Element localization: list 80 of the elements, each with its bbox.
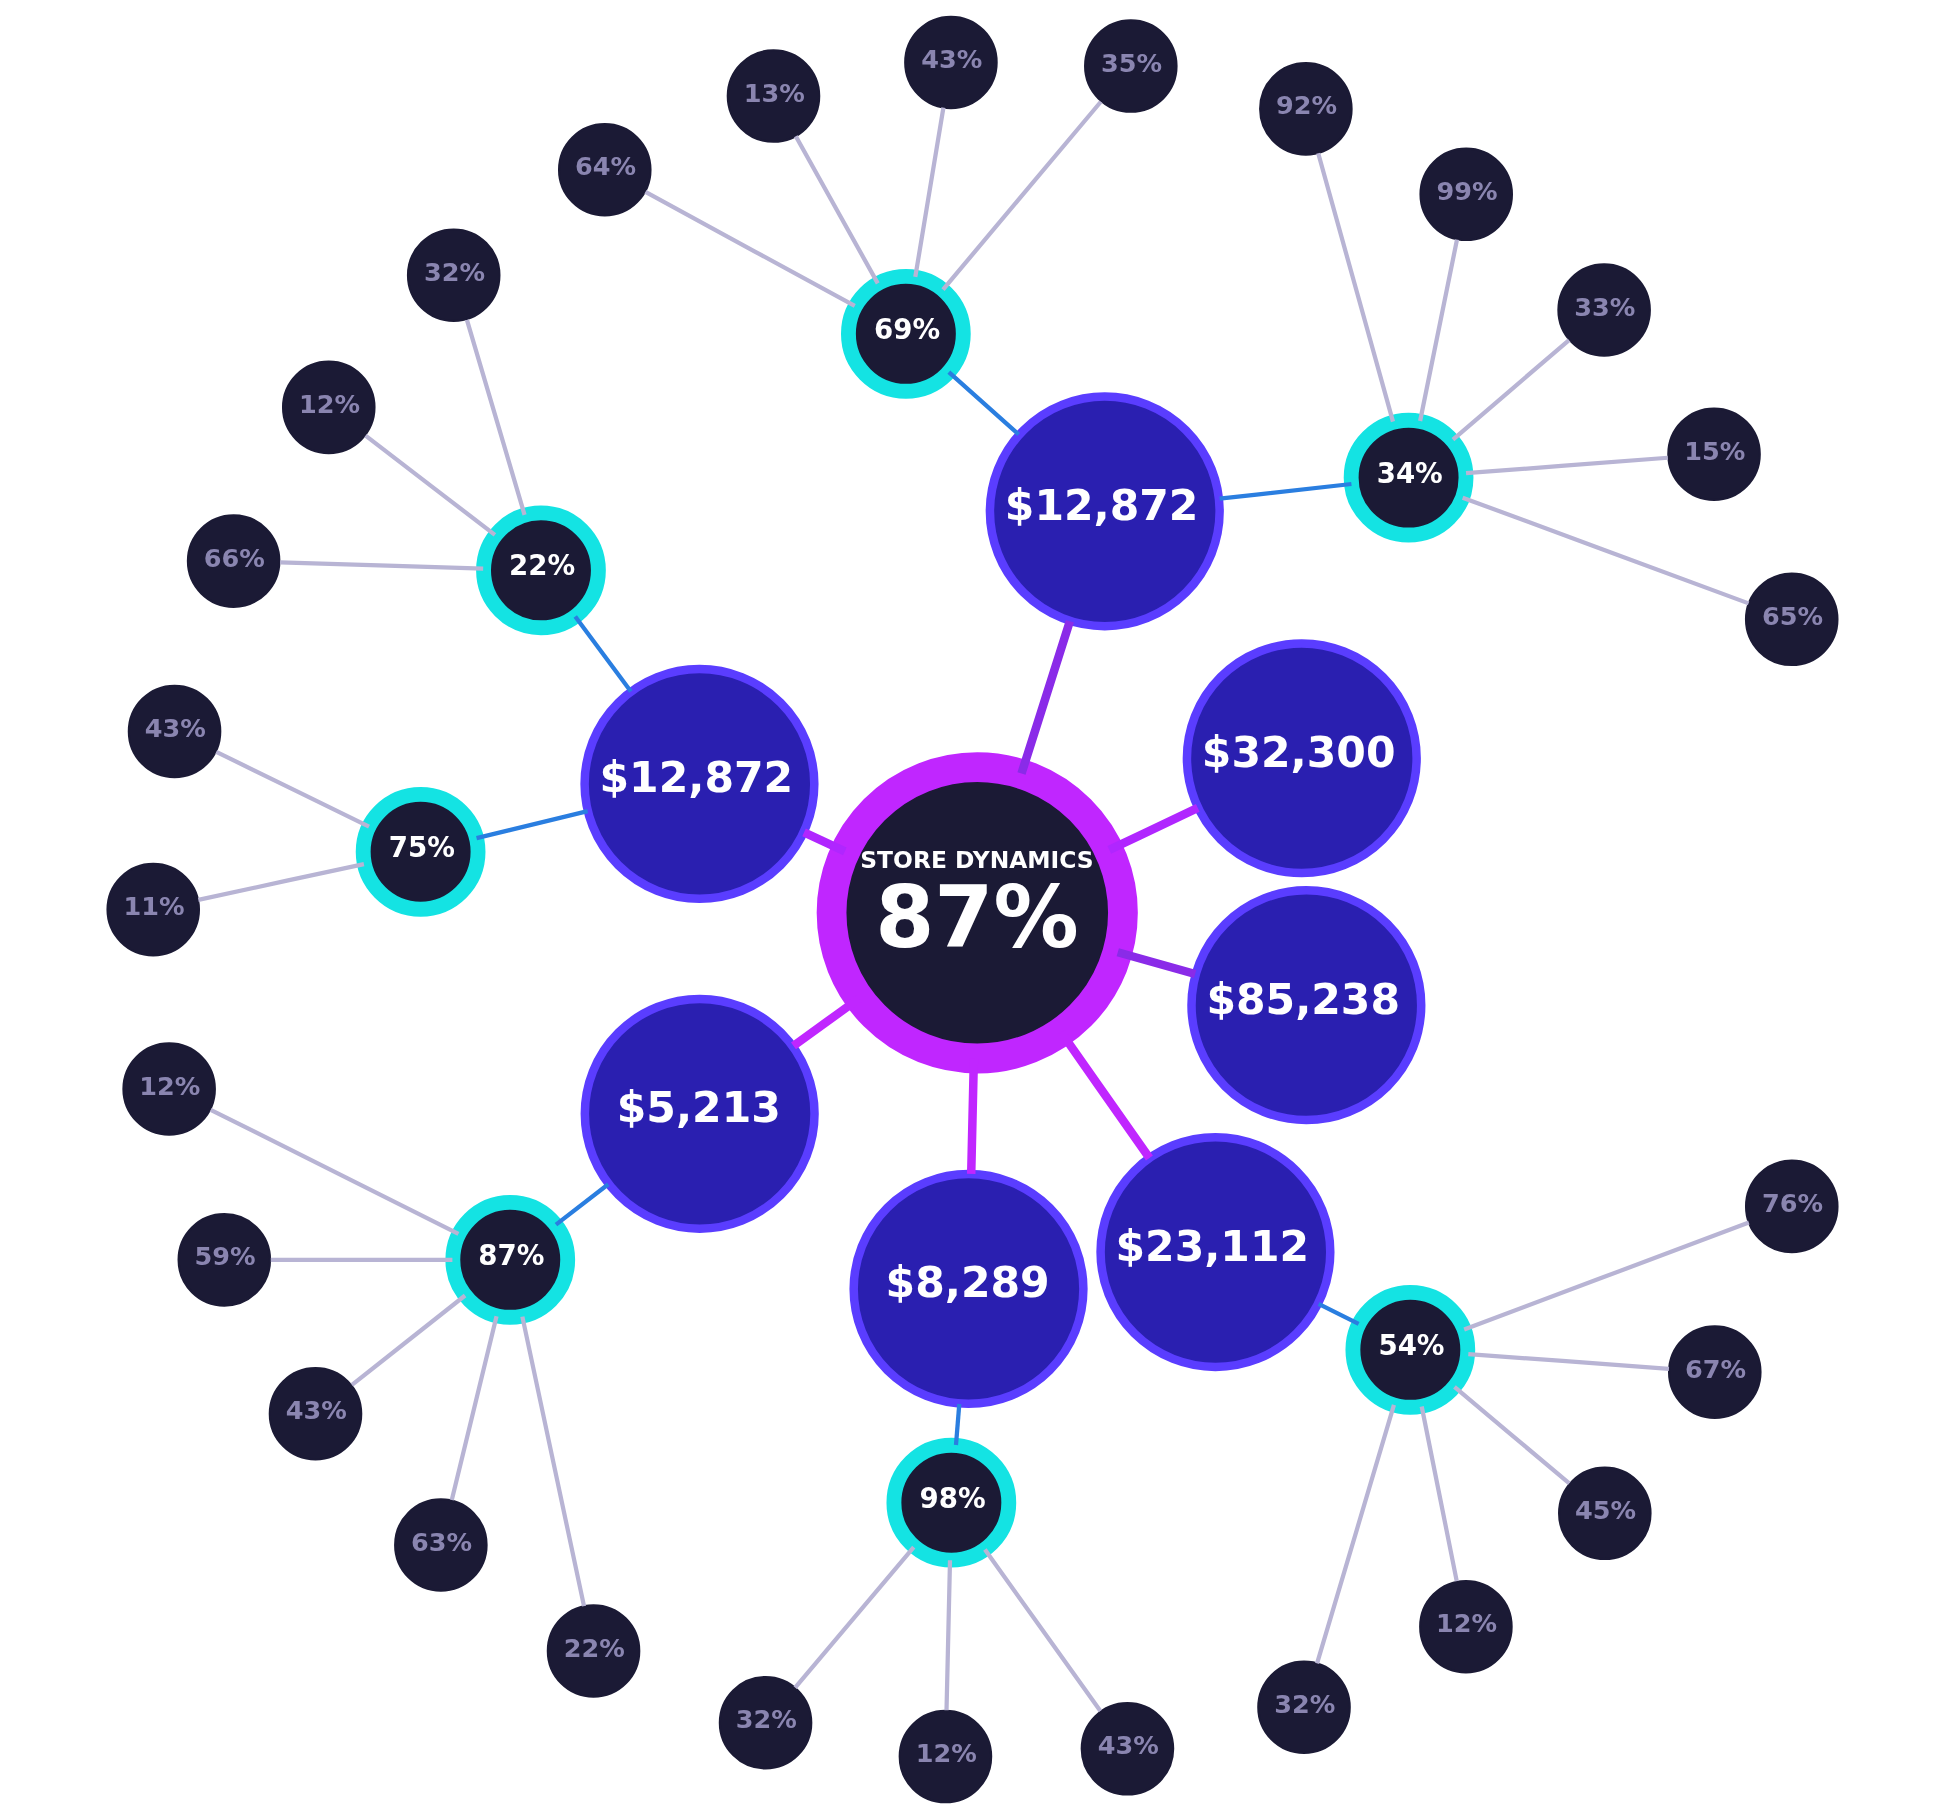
node-circle: 69% bbox=[841, 268, 971, 399]
connector bbox=[573, 615, 633, 693]
connector bbox=[941, 100, 1103, 291]
node-circle: 22% bbox=[476, 505, 606, 636]
node-circle: 92% bbox=[1259, 62, 1353, 156]
node-circle: 11% bbox=[106, 862, 201, 957]
node-circle: $23,112 bbox=[1096, 1133, 1335, 1372]
node-circle: 34% bbox=[1343, 412, 1474, 543]
connector bbox=[944, 1560, 953, 1711]
connector bbox=[1419, 1406, 1459, 1582]
connector bbox=[280, 560, 484, 571]
connector bbox=[449, 1315, 499, 1501]
connector bbox=[1418, 239, 1460, 422]
node-circle: $8,289 bbox=[849, 1169, 1088, 1409]
node-circle: 59% bbox=[177, 1213, 272, 1307]
node-circle: 76% bbox=[1744, 1159, 1839, 1254]
connector bbox=[209, 1107, 460, 1236]
node-circle: 13% bbox=[726, 49, 821, 143]
connector bbox=[464, 319, 527, 516]
connector bbox=[1107, 803, 1200, 854]
node-circle: 43% bbox=[1080, 1702, 1175, 1796]
node-circle: 15% bbox=[1667, 407, 1761, 501]
connector bbox=[476, 809, 589, 841]
node-circle: 54% bbox=[1345, 1284, 1476, 1415]
connector bbox=[364, 433, 497, 537]
connector bbox=[1315, 1404, 1396, 1664]
connector bbox=[270, 1257, 453, 1262]
connector bbox=[350, 1293, 467, 1387]
connector bbox=[1463, 1220, 1750, 1332]
connector bbox=[1461, 495, 1750, 606]
node-circle: 12% bbox=[1419, 1579, 1513, 1674]
connector bbox=[197, 861, 365, 902]
node-circle: 12% bbox=[281, 360, 376, 455]
connector bbox=[802, 828, 847, 856]
node-circle: 22% bbox=[546, 1604, 641, 1698]
node-circle: 63% bbox=[394, 1498, 488, 1592]
node-circle: 43% bbox=[904, 15, 998, 110]
node-circle: 45% bbox=[1558, 1466, 1652, 1561]
node-circle: 64% bbox=[557, 122, 652, 217]
node-circle: 98% bbox=[886, 1437, 1017, 1568]
node-circle: $32,300 bbox=[1182, 639, 1421, 878]
node-circle: $85,238 bbox=[1187, 886, 1426, 1125]
node-circle: 32% bbox=[1257, 1660, 1351, 1755]
node-circle: 43% bbox=[268, 1366, 363, 1461]
node-circle: $12,872 bbox=[580, 664, 819, 903]
node-circle: STORE DYNAMICS 87% bbox=[816, 752, 1138, 1074]
connector bbox=[1116, 948, 1197, 979]
connector bbox=[1317, 1301, 1360, 1326]
connector bbox=[983, 1548, 1103, 1713]
node-circle: 43% bbox=[127, 684, 222, 779]
connector bbox=[1017, 620, 1074, 775]
node-circle: 12% bbox=[122, 1042, 216, 1136]
connector bbox=[520, 1316, 587, 1607]
connector bbox=[793, 1545, 916, 1690]
node-circle: 66% bbox=[186, 514, 281, 608]
node-circle: 87% bbox=[445, 1194, 576, 1325]
connector bbox=[644, 190, 856, 308]
node-circle: 32% bbox=[406, 228, 501, 322]
node-circle: 65% bbox=[1744, 572, 1839, 667]
connector bbox=[1468, 1351, 1670, 1371]
connector bbox=[793, 135, 880, 285]
connector bbox=[947, 370, 1021, 437]
connector bbox=[1465, 455, 1668, 476]
node-circle: $5,213 bbox=[580, 994, 819, 1233]
node-circle: 67% bbox=[1668, 1325, 1762, 1419]
connector bbox=[1316, 152, 1395, 423]
node-circle: 75% bbox=[355, 786, 486, 917]
connector bbox=[1219, 481, 1352, 501]
connector bbox=[953, 1403, 962, 1446]
connector bbox=[554, 1182, 610, 1227]
connector bbox=[1451, 338, 1571, 442]
node-circle: 12% bbox=[898, 1709, 993, 1804]
connector bbox=[913, 107, 946, 278]
node-circle: 32% bbox=[718, 1675, 813, 1770]
node-circle: 99% bbox=[1419, 147, 1513, 242]
connector bbox=[1453, 1385, 1571, 1486]
connector bbox=[215, 749, 370, 829]
node-circle: 33% bbox=[1557, 263, 1651, 357]
node-circle: 35% bbox=[1084, 19, 1178, 113]
node-circle: $12,872 bbox=[985, 392, 1224, 631]
